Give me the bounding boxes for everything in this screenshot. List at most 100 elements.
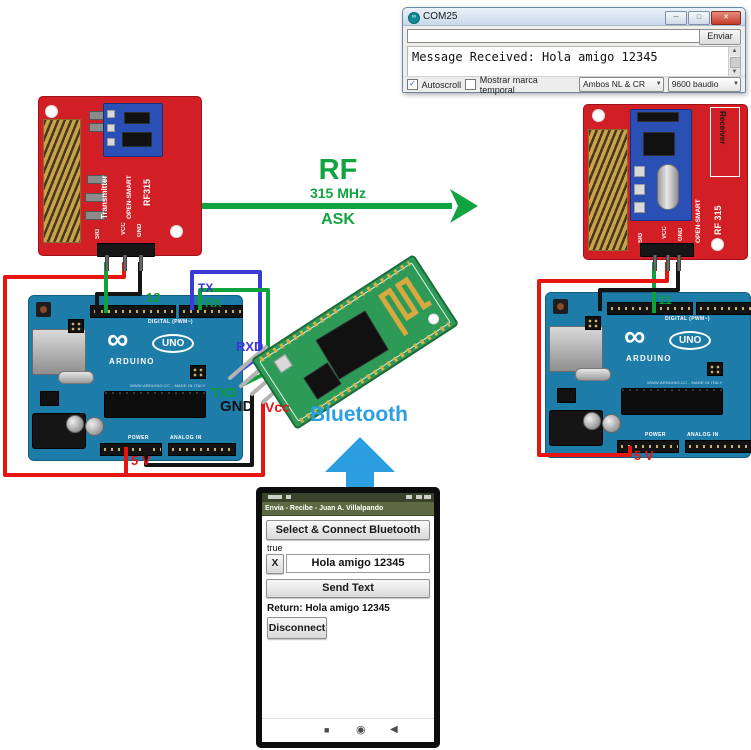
enviar-button[interactable]: Enviar [699, 29, 741, 45]
capacitor [85, 417, 104, 436]
mounting-hole [170, 225, 183, 238]
wire-label-rxd: RXD [236, 339, 264, 354]
analog-header [168, 443, 236, 456]
capacitor [602, 414, 621, 433]
close-button[interactable]: ✕ [711, 11, 741, 25]
wire-label-pin12: 12 [146, 290, 161, 305]
scroll-down-icon[interactable]: ▼ [729, 68, 740, 77]
window-titlebar[interactable]: ∞ COM25 ─ □ ✕ [403, 8, 745, 26]
icsp-header [68, 319, 84, 333]
bluetooth-module [250, 253, 460, 431]
pin-label-gnd: GND [137, 223, 143, 237]
scroll-up-icon[interactable]: ▲ [729, 47, 740, 56]
pin [677, 255, 681, 271]
arduino-logo-icon: ∞ [107, 323, 129, 356]
wire-label-5v-left: 5 V [131, 453, 151, 468]
smd-cap [634, 184, 645, 195]
reset-button[interactable] [553, 299, 568, 314]
antenna-trace [377, 276, 433, 337]
rf-daughterboard [103, 103, 163, 157]
baud-rate-select[interactable]: 9600 baudio▼ [667, 77, 741, 92]
wire-label-pin11: 11 [658, 292, 672, 307]
pcb-antenna [43, 119, 81, 243]
maximize-button[interactable]: □ [688, 11, 710, 25]
pin [105, 255, 109, 271]
capacitor [583, 412, 601, 430]
mounting-hole [711, 238, 724, 251]
autoscroll-checkbox[interactable]: ✓ [407, 79, 418, 90]
smd-pad [85, 211, 105, 220]
chevron-down-icon: ▼ [655, 81, 662, 87]
scroll-thumb[interactable] [730, 57, 741, 68]
crystal-oscillator [58, 371, 94, 384]
smd-cap [107, 110, 115, 118]
ic-chip [124, 112, 150, 124]
wire-label-tx: TX [198, 281, 214, 295]
arduino-logo-icon: ∞ [624, 320, 646, 353]
rf-arrow-head [450, 189, 478, 223]
digital-header [696, 302, 751, 315]
disconnect-button[interactable]: Disconnect [267, 617, 327, 639]
autoscroll-label: Autoscroll [421, 79, 462, 90]
pin-label-sig: SIG [95, 228, 101, 239]
serial-output-area: Message Received: Hola amigo 12345 ▲ ▼ [407, 46, 741, 78]
status-battery-icon [424, 495, 431, 499]
icsp-header [190, 365, 206, 379]
analog-header [685, 440, 751, 453]
pin-label-sig: SIG [638, 232, 644, 243]
send-text-button[interactable]: Send Text [266, 579, 430, 598]
timestamp-checkbox[interactable] [465, 79, 476, 90]
usb-connector [32, 329, 86, 375]
serial-output-text: Message Received: Hola amigo 12345 [412, 50, 658, 64]
atmega-chip [621, 388, 723, 415]
line-ending-select[interactable]: Ambos NL & CR▼ [578, 77, 664, 92]
status-notification-icon [286, 495, 291, 499]
home-circle-icon[interactable]: ◉ [356, 724, 366, 736]
smd-pad [85, 193, 105, 202]
status-wifi-icon [406, 495, 412, 499]
digital-label: DIGITAL (PWM~) [665, 316, 710, 322]
clear-button[interactable]: X [266, 554, 284, 574]
rf-daughterboard [630, 109, 692, 221]
arduino-uno-left: DIGITAL (PWM~) ∞ UNO ARDUINO WWW.ARDUINO… [28, 295, 243, 461]
ic-chip [122, 132, 152, 147]
capacitor [66, 415, 84, 433]
status-signal-icon [416, 495, 422, 499]
rf-receiver-module: Receiver OPEN-SMART RF 315 SIG VCC GND [583, 104, 748, 271]
power-label: POWER [128, 435, 149, 441]
pin [139, 255, 143, 271]
pin [666, 255, 670, 271]
wire-label-vcc: Vcc [265, 399, 290, 415]
mounting-hole [45, 105, 58, 118]
message-input[interactable]: Hola amigo 12345 [286, 554, 430, 573]
serial-send-input[interactable] [407, 29, 701, 43]
smd-cap [107, 124, 115, 132]
wire-label-gnd: GND [220, 398, 254, 415]
select-connect-bluetooth-button[interactable]: Select & Connect Bluetooth [266, 520, 430, 540]
scrollbar[interactable]: ▲ ▼ [728, 47, 741, 77]
app-title-bar: Envia - Recibe - Juan A. Villalpando [262, 502, 434, 516]
back-triangle-icon[interactable]: ◀ [390, 724, 398, 735]
recents-square-icon[interactable]: ■ [324, 725, 330, 735]
smd-cap [634, 166, 645, 177]
model-label: RF315 [142, 178, 152, 206]
analog-label: ANALOG IN [687, 432, 719, 438]
analog-label: ANALOG IN [170, 435, 202, 441]
smd-cap [634, 202, 645, 213]
status-clock-icon [268, 495, 282, 499]
rf-frequency: 315 MHz [309, 185, 367, 201]
pin-label-gnd: GND [678, 227, 684, 241]
atmega-chip [104, 391, 206, 418]
phone-nav-bar: ■ ◉ ◀ [262, 718, 434, 742]
chevron-down-icon: ▼ [733, 81, 739, 87]
reset-button[interactable] [36, 302, 51, 317]
transmitter-label: Transmitter [100, 175, 109, 219]
digital-header [90, 305, 176, 318]
voltage-regulator [557, 388, 576, 403]
minimize-button[interactable]: ─ [665, 11, 687, 25]
board-brand: ARDUINO [626, 354, 672, 363]
bluetooth-label: Bluetooth [310, 403, 408, 426]
pin [653, 255, 657, 271]
made-in-label: WWW.ARDUINO.CC - MADE IN ITALY [130, 383, 206, 388]
receiver-label: Receiver [718, 111, 727, 145]
